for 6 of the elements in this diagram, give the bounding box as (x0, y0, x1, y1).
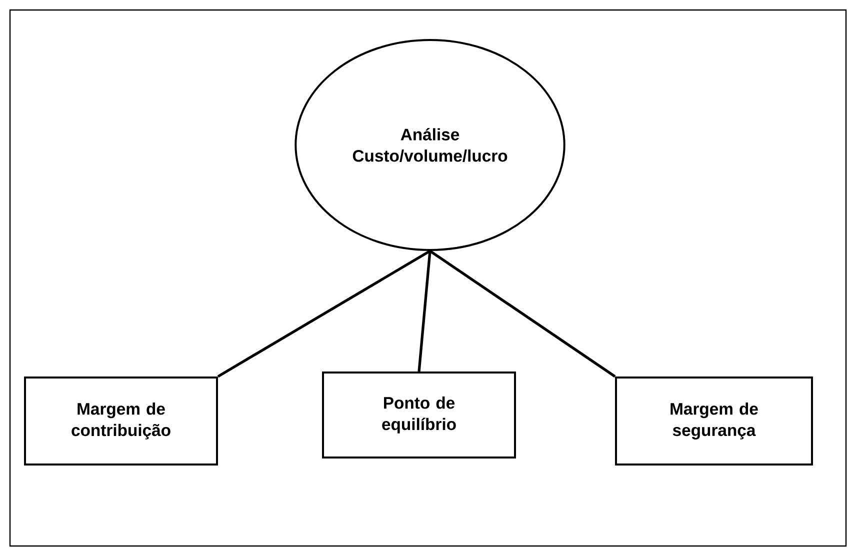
connector-line (418, 250, 432, 372)
connector-line (429, 250, 616, 378)
concept-box: Margem de contribuição (24, 376, 218, 466)
concept-box: Ponto de equilíbrio (322, 372, 516, 458)
concept-box: Margem de segurança (615, 376, 813, 466)
connector-line (217, 250, 431, 378)
